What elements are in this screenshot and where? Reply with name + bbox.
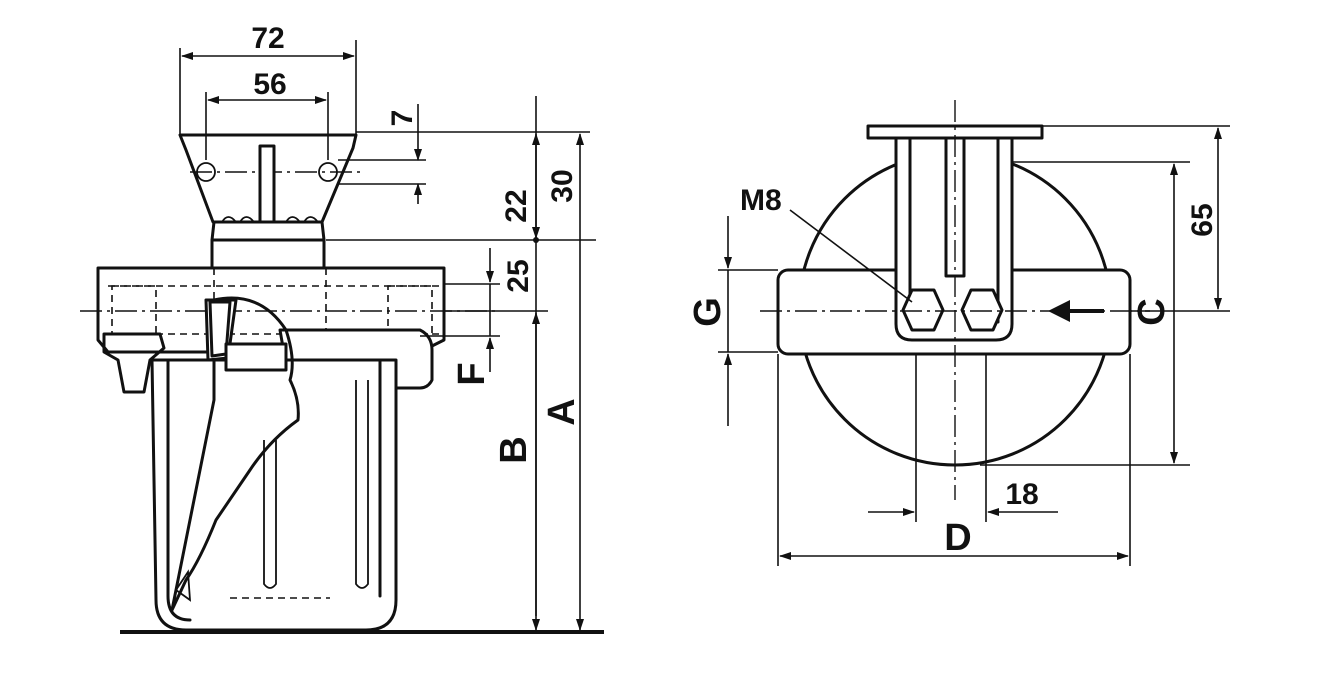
letter-C: C xyxy=(1131,298,1173,325)
letter-A: A xyxy=(541,398,583,425)
letter-B: B xyxy=(493,436,535,463)
direction-arrow-icon xyxy=(1048,300,1070,322)
side-view: M8 65 C G 18 D xyxy=(687,100,1230,566)
wheel-body xyxy=(150,358,398,632)
dim-22: 22 xyxy=(500,189,533,222)
dim-72: 72 xyxy=(251,22,284,55)
letter-D: D xyxy=(944,517,971,559)
dim-65: 65 xyxy=(1186,203,1219,236)
section-cutaway xyxy=(170,296,300,612)
letter-G: G xyxy=(687,297,729,327)
dim-30: 30 xyxy=(546,169,579,202)
kingpin xyxy=(258,144,276,228)
dim-56: 56 xyxy=(253,68,286,101)
dim-25: 25 xyxy=(502,259,535,292)
label-M8: M8 xyxy=(740,184,782,217)
swivel-collar xyxy=(210,238,326,270)
letter-F: F xyxy=(451,362,493,385)
hex-bolt-left xyxy=(901,288,945,332)
swivel-nut xyxy=(210,220,326,242)
hex-bolt-right xyxy=(960,288,1004,332)
dim-18: 18 xyxy=(1005,478,1038,511)
front-view: 72 56 7 22 30 25 B A xyxy=(80,22,604,634)
flange-section xyxy=(102,332,166,394)
dim-7: 7 xyxy=(386,110,419,127)
